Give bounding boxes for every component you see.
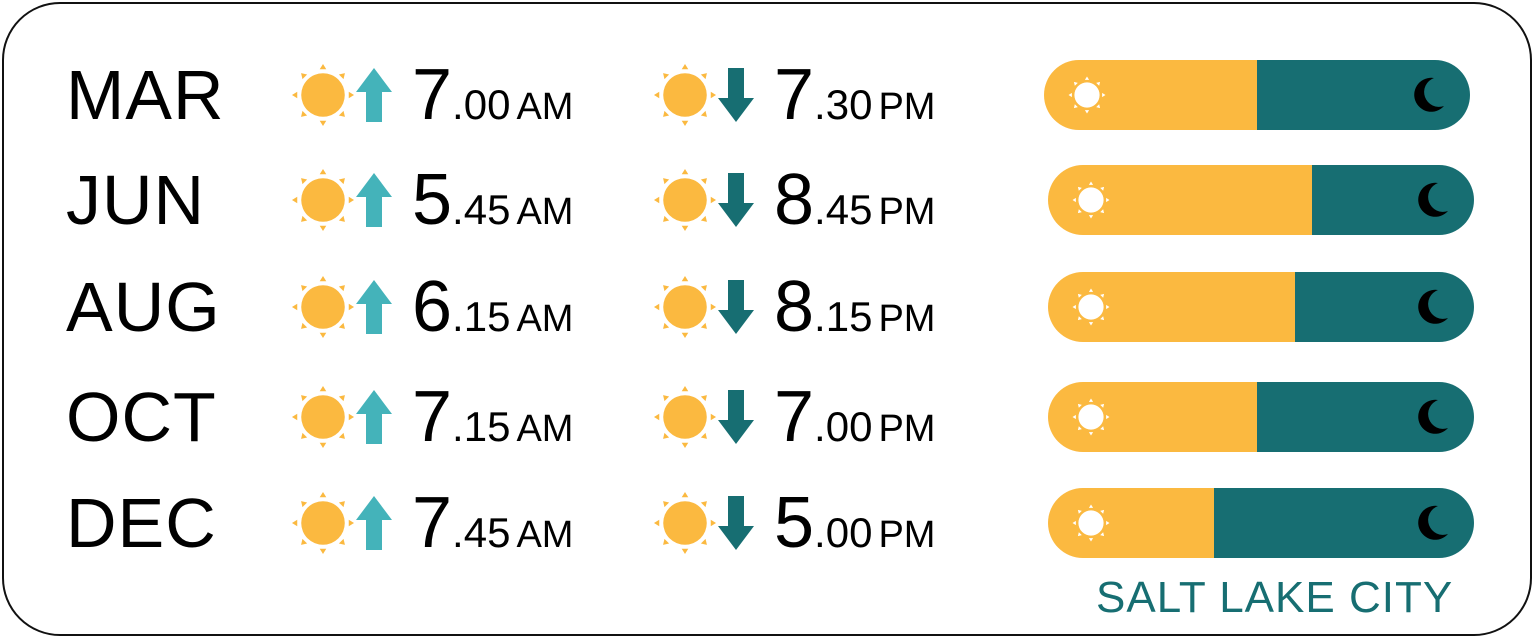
sun-outline-icon	[1072, 504, 1110, 542]
month-label: DEC	[66, 484, 217, 562]
arrow-down-icon	[718, 280, 754, 334]
sun-outline-icon	[1068, 76, 1106, 114]
sunset-minutes: .45	[814, 186, 873, 233]
sun-icon	[653, 275, 717, 339]
month-label: JUN	[66, 161, 206, 239]
sunset-minutes: .15	[814, 293, 873, 340]
daylight-bar	[1048, 165, 1474, 235]
sun-icon	[653, 491, 717, 555]
month-label: OCT	[66, 378, 217, 456]
sun-outline-icon	[1072, 288, 1110, 326]
sunrise-minutes: .45	[452, 509, 511, 556]
daylight-bar	[1048, 382, 1474, 452]
sunset-hour: 5	[774, 483, 815, 563]
sunset-hour: 7	[774, 55, 815, 135]
moon-icon	[1418, 289, 1448, 324]
sunrise-ampm: AM	[516, 191, 574, 233]
sun-outline-icon	[1072, 398, 1110, 436]
sunrise-ampm: AM	[516, 408, 574, 450]
sun-icon	[291, 168, 355, 232]
night-fill	[1257, 60, 1470, 130]
arrow-down-icon	[718, 68, 754, 122]
arrow-up-icon	[356, 173, 392, 227]
sunrise-minutes: .45	[452, 186, 511, 233]
arrow-down-icon	[718, 496, 754, 550]
moon-icon	[1418, 505, 1448, 540]
sun-icon	[291, 63, 355, 127]
sun-icon	[291, 385, 355, 449]
night-fill	[1214, 488, 1474, 558]
daylight-bar	[1044, 60, 1470, 130]
arrow-down-icon	[718, 390, 754, 444]
sun-icon	[653, 385, 717, 449]
night-fill	[1295, 272, 1474, 342]
night-fill	[1312, 165, 1474, 235]
moon-icon	[1418, 399, 1448, 434]
sunset-minutes: .30	[814, 81, 873, 128]
arrow-up-icon	[356, 390, 392, 444]
daylight-bar	[1048, 272, 1474, 342]
arrow-down-icon	[718, 173, 754, 227]
month-label: MAR	[66, 56, 225, 134]
month-label: AUG	[66, 268, 221, 346]
sunset-ampm: PM	[878, 298, 936, 340]
sunrise-minutes: .15	[452, 293, 511, 340]
arrow-up-icon	[356, 68, 392, 122]
arrow-up-icon	[356, 496, 392, 550]
sunrise-hour: 5	[412, 160, 453, 240]
city-label: SALT LAKE CITY	[1096, 573, 1454, 622]
sunset-ampm: PM	[878, 86, 936, 128]
sunrise-ampm: AM	[516, 86, 574, 128]
arrow-up-icon	[356, 280, 392, 334]
moon-icon	[1418, 182, 1448, 217]
sunrise-hour: 7	[412, 483, 453, 563]
sunrise-ampm: AM	[516, 514, 574, 556]
sunrise-minutes: .00	[452, 81, 511, 128]
sunrise-minutes: .15	[452, 403, 511, 450]
sunrise-hour: 7	[412, 55, 453, 135]
sun-icon	[291, 491, 355, 555]
sun-icon	[653, 63, 717, 127]
sunrise-hour: 6	[412, 267, 453, 347]
sunrise-ampm: AM	[516, 298, 574, 340]
sunset-ampm: PM	[878, 191, 936, 233]
sunset-ampm: PM	[878, 514, 936, 556]
sunrise-hour: 7	[412, 377, 453, 457]
sun-icon	[653, 168, 717, 232]
sunset-hour: 8	[774, 267, 815, 347]
sunset-minutes: .00	[814, 509, 873, 556]
sun-outline-icon	[1072, 181, 1110, 219]
sunset-ampm: PM	[878, 408, 936, 450]
sun-icon	[291, 275, 355, 339]
moon-icon	[1414, 77, 1444, 112]
daylight-bar	[1048, 488, 1474, 558]
sunset-minutes: .00	[814, 403, 873, 450]
night-fill	[1257, 382, 1474, 452]
sunset-hour: 8	[774, 160, 815, 240]
sunset-hour: 7	[774, 377, 815, 457]
